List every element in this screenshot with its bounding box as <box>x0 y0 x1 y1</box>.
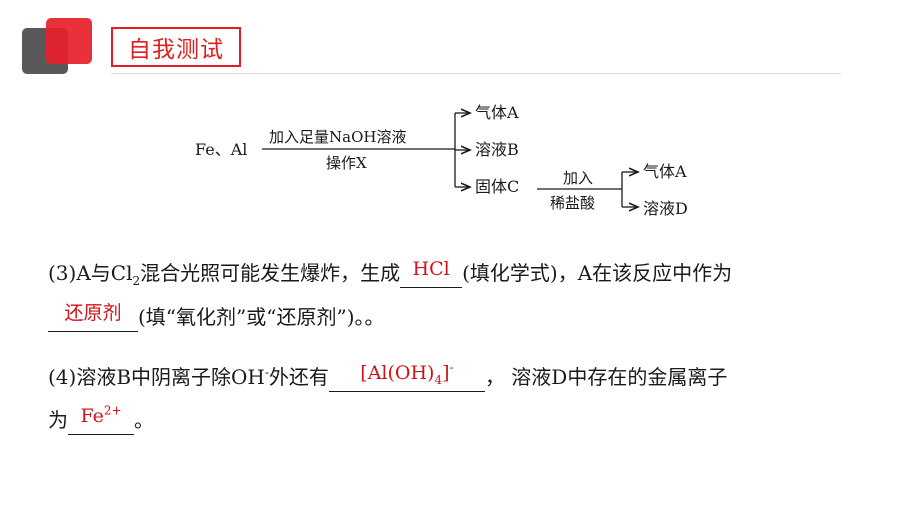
product-gas-a: 气体A <box>475 103 519 122</box>
q3-text-after-formula: (填化学式)，A在该反应中作为 <box>462 261 733 285</box>
q3-line1: (3)A与Cl2混合光照可能发生爆炸，生成 HCl (填化学式)，A在该反应中作为 <box>48 258 732 288</box>
q4-prefix: (4)溶液B中阴离子除OH <box>48 365 265 389</box>
q4-blank-cation: Fe2+ <box>68 405 134 435</box>
product-solid-c: 固体C <box>475 177 520 196</box>
q3-answer-formula: HCl <box>412 258 450 280</box>
step2-reagent-label: 加入 <box>563 169 594 187</box>
logo-square-red <box>46 18 92 64</box>
reactants-label: Fe、Al <box>195 140 248 159</box>
q4-answer-cation: Fe2+ <box>80 403 122 427</box>
q4-superscript: - <box>264 365 269 380</box>
q4-answer-anion: [Al(OH)4]- <box>360 360 454 387</box>
q3-blank-role: 还原剂 <box>48 302 138 332</box>
product2-solution-d: 溶液D <box>643 199 688 218</box>
q3-answer-role: 还原剂 <box>64 302 122 324</box>
title-divider <box>111 73 841 74</box>
step2-acid-label: 稀盐酸 <box>550 194 596 212</box>
flow-arrows <box>262 0 900 240</box>
q4-text-end: 。 <box>134 408 154 432</box>
product2-gas-a: 气体A <box>643 162 687 181</box>
q3-blank-formula: HCl <box>400 258 463 288</box>
step1-operation-label: 操作X <box>326 154 367 172</box>
q4-text: 外还有 <box>268 365 329 389</box>
product-solution-b: 溶液B <box>475 140 519 159</box>
q3-prefix: (3)A与Cl <box>48 261 133 285</box>
q3-text-after-role: (填“氧化剂”或“还原剂”)。。 <box>138 305 385 329</box>
q3-text: 混合光照可能发生爆炸，生成 <box>140 261 401 285</box>
step1-reagent-label: 加入足量NaOH溶液 <box>269 128 407 146</box>
q4-text-after-anion: ， 溶液D中存在的金属离子 <box>484 365 728 389</box>
q4-line2: 为 Fe2+ 。 <box>48 405 154 435</box>
q3-subscript: 2 <box>132 274 141 288</box>
title-box: 自我测试 <box>111 27 241 67</box>
page-title: 自我测试 <box>128 37 224 63</box>
q3-line2: 还原剂 (填“氧化剂”或“还原剂”)。。 <box>48 302 385 332</box>
q4-blank-anion: [Al(OH)4]- <box>328 362 485 392</box>
q4-line2-prefix: 为 <box>48 408 68 432</box>
q4-line1: (4)溶液B中阴离子除OH-外还有 [Al(OH)4]- ， 溶液D中存在的金属离子 <box>48 362 727 392</box>
